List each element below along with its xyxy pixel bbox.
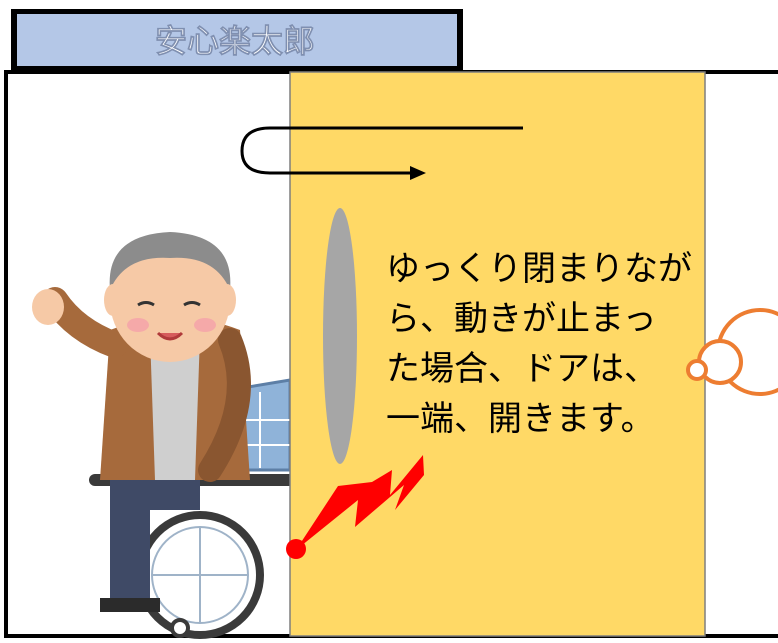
door-message-line-4: 一端、開きます。 [386,399,655,439]
sensor-oval-icon [323,208,357,464]
brand-name: 安心楽太郎 [155,22,315,60]
lightning-bolt-icon [296,455,424,550]
return-arrow-icon [240,126,523,180]
door-message-line-3: た場合、ドアは、 [386,349,658,389]
door-message-line-1: ゆっくり閉まりなが [386,249,692,289]
brand-banner: 安心楽太郎 [11,9,463,71]
door-message-line-2: ら、動きが止まっ [386,299,657,339]
door-message: ゆっくり閉まりなが ら、動きが止まっ た場合、ドアは、 一端、開きます。 [386,249,692,439]
swirl-icon [686,308,778,396]
impact-point-icon [286,539,306,559]
elderly-man-wheelchair-icon [32,232,296,639]
brand-banner-fill [17,14,457,66]
sliding-door [289,71,706,637]
